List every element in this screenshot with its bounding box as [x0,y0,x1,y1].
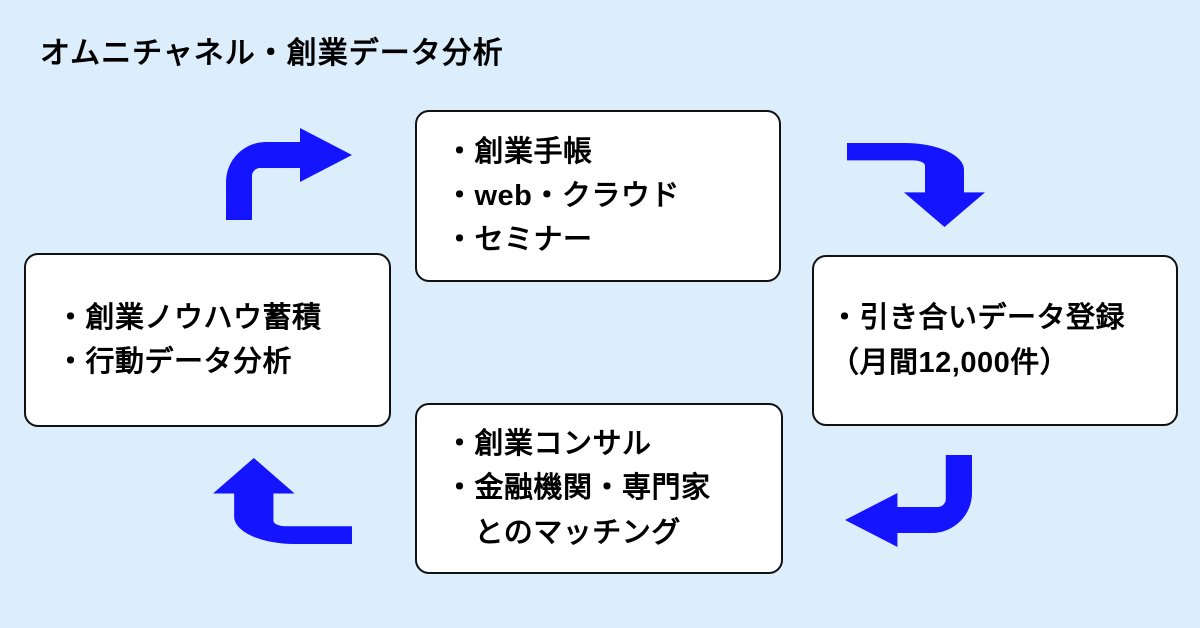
node-line: ・創業コンサル [445,428,652,461]
bent-arrow-top-to-right-icon [847,143,985,227]
diagram-title: オムニチャネル・創業データ分析 [40,37,504,70]
node-line: とのマッチング [445,516,681,549]
node-line: ・創業ノウハウ蓄積 [56,301,322,334]
node-line: ・セミナー [445,224,593,257]
bent-arrow-left-to-top-icon [226,128,352,220]
node-line: ・web・クラウド [445,179,680,212]
node-line: ・行動データ分析 [56,346,293,378]
bent-arrow-bottom-to-left-icon [213,458,352,544]
node-line: ・引き合いデータ登録 [830,302,1126,335]
node-line: ・金融機関・専門家 [445,472,711,505]
node-knowhow-analysis-box: ・創業ノウハウ蓄積 ・行動データ分析 [24,253,391,427]
node-line: （月間12,000件） [830,346,1070,379]
node-inquiry-data-box: ・引き合いデータ登録 （月間12,000件） [812,255,1178,426]
node-line: ・創業手帳 [445,135,593,168]
node-channels-box: ・創業手帳 ・web・クラウド ・セミナー [415,110,781,282]
node-consulting-matching-box: ・創業コンサル ・金融機関・専門家 とのマッチング [415,403,783,574]
bent-arrow-right-to-bottom-icon [845,455,972,547]
